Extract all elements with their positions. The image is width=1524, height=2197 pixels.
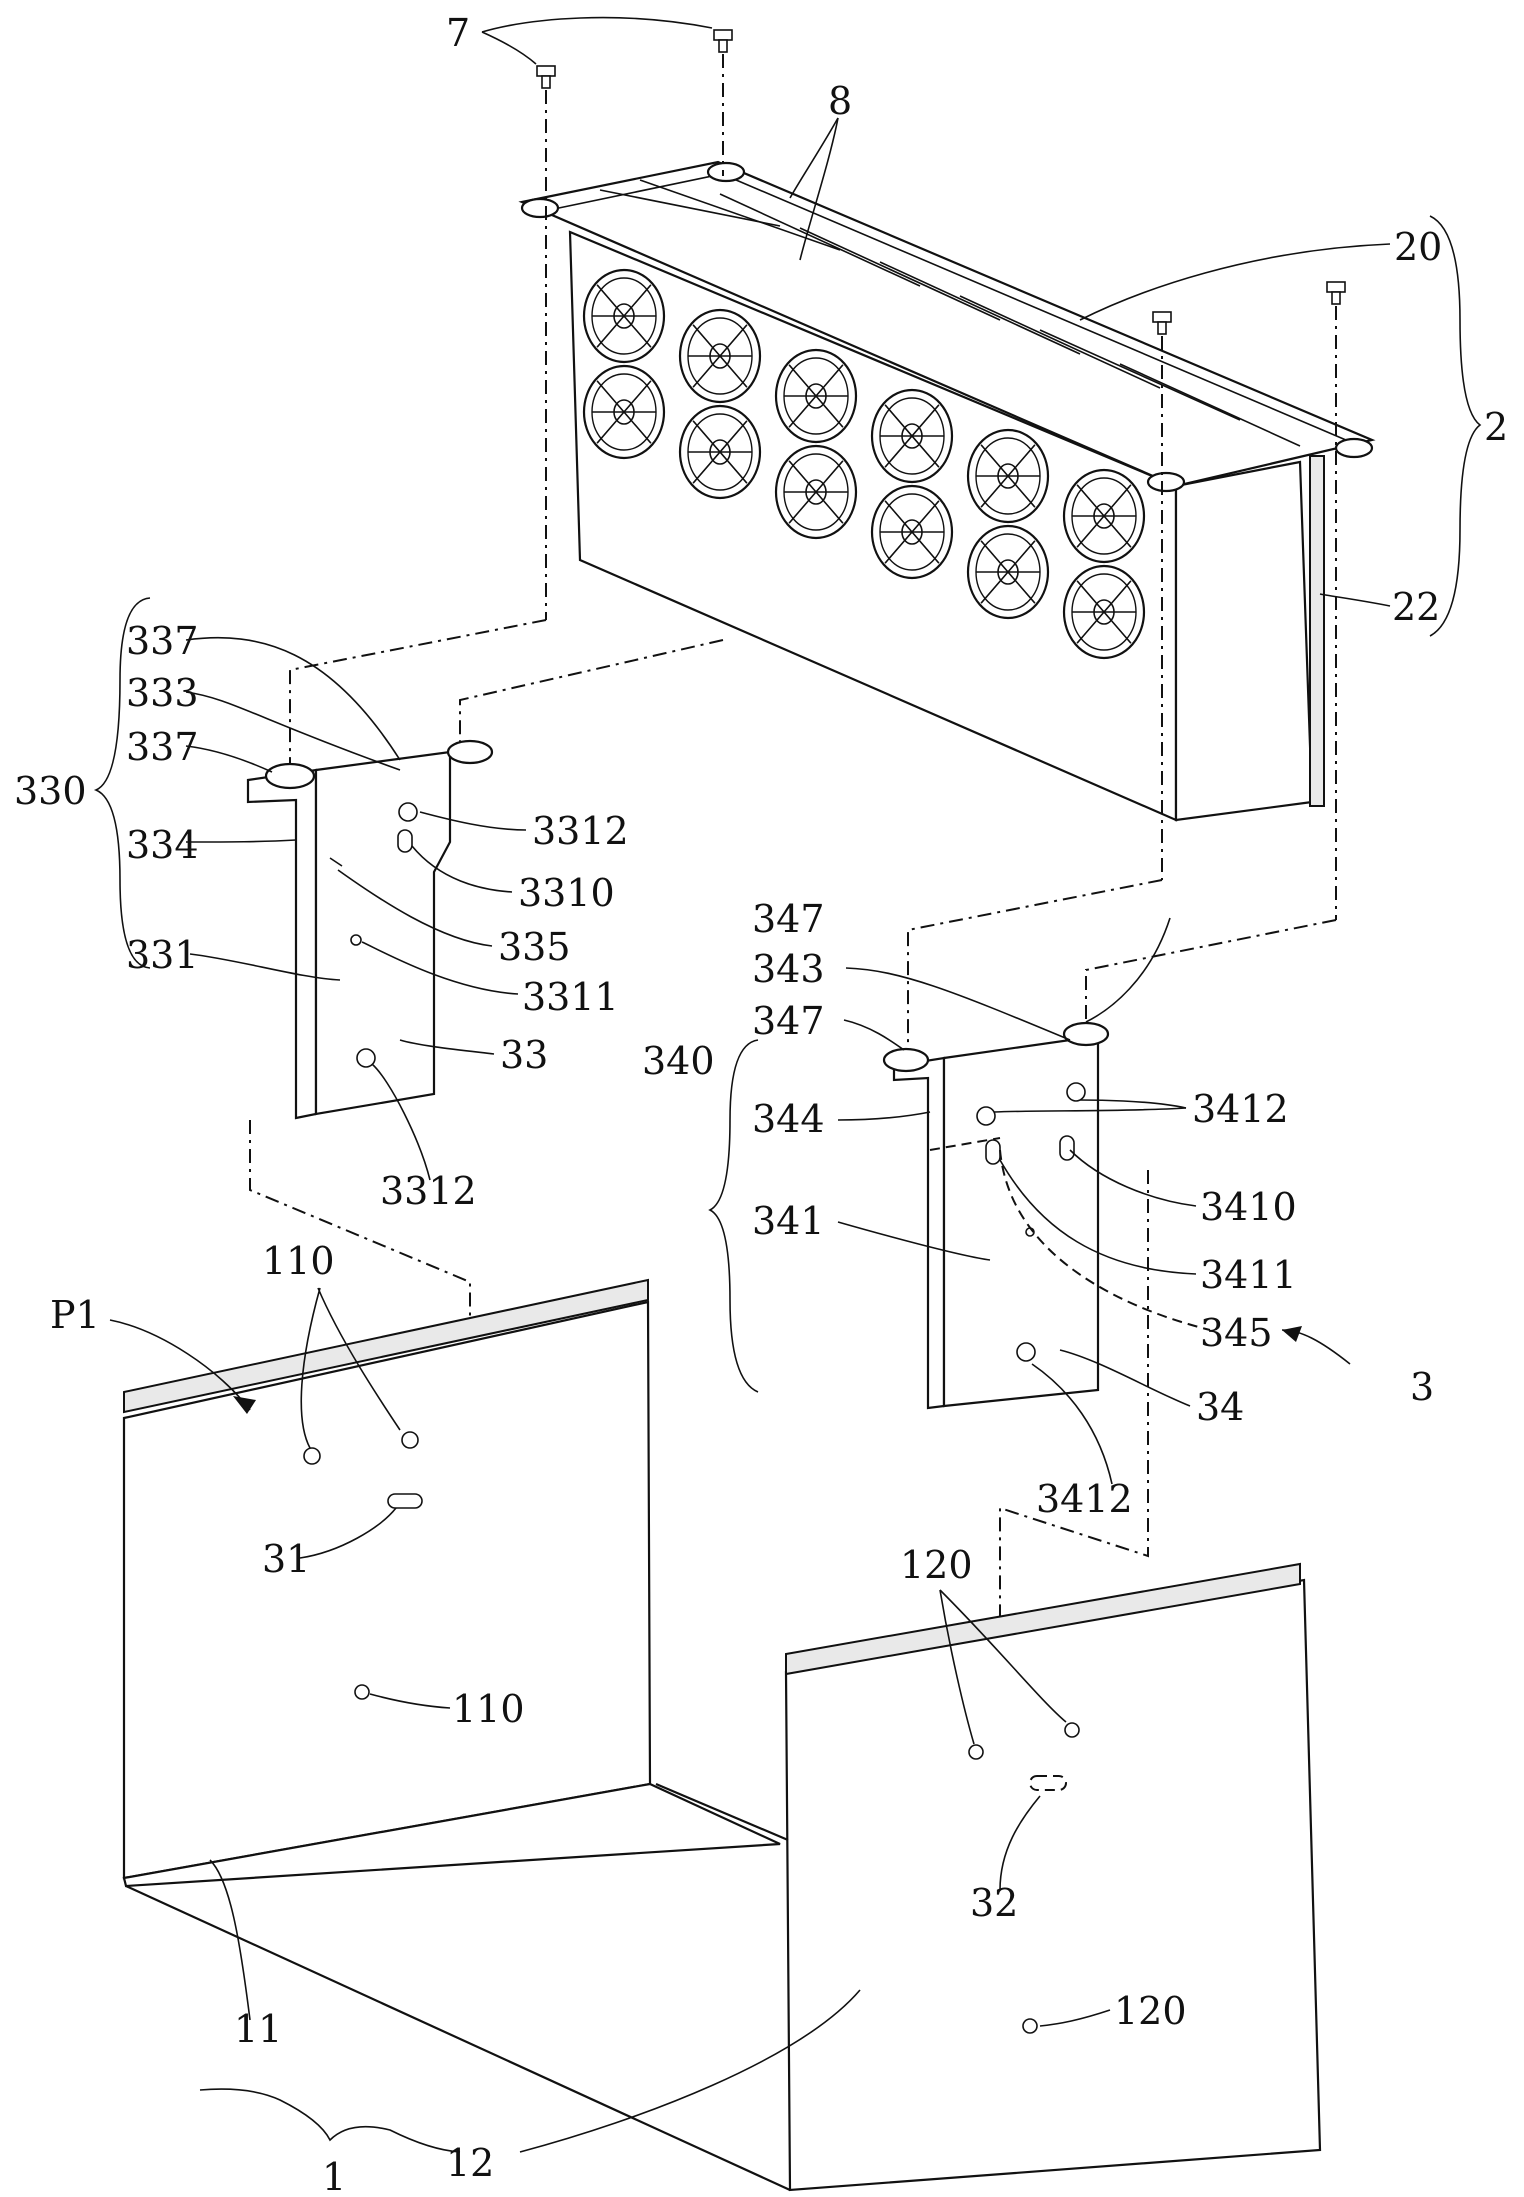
fan-icon (678, 308, 762, 404)
label-345: 345 (1200, 1311, 1273, 1355)
label-120-top: 120 (900, 1543, 973, 1587)
fan-icon (870, 388, 954, 484)
corner-tab (1146, 471, 1186, 493)
bracket-tab-337 (446, 739, 494, 765)
label-12: 12 (446, 2141, 494, 2185)
screw-icon (1326, 281, 1346, 305)
label-33: 33 (500, 1033, 548, 1077)
left-wall-top-rail (123, 1278, 649, 1414)
label-31: 31 (262, 1537, 310, 1581)
label-3312-bottom: 3312 (380, 1169, 477, 1213)
corner-tab (1334, 437, 1374, 459)
bracket-340 (882, 1021, 1211, 1410)
screw-icon (536, 65, 556, 89)
label-3412-bottom: 3412 (1036, 1477, 1133, 1521)
label-120: 120 (1114, 1989, 1187, 2033)
top-frame-pockets (599, 179, 1301, 447)
label-343: 343 (752, 947, 825, 991)
fan-icon (582, 364, 666, 460)
screw-icon (713, 29, 733, 53)
label-7: 7 (446, 11, 470, 55)
screws (536, 29, 1346, 335)
fan-grid (582, 268, 1146, 660)
bracket-340-side (892, 1056, 946, 1410)
label-11: 11 (234, 2007, 282, 2051)
fan-icon (1062, 468, 1146, 564)
label-32: 32 (970, 1881, 1018, 1925)
bracket-tab-337 (264, 762, 316, 790)
label-3311: 3311 (522, 975, 619, 1019)
label-34: 34 (1196, 1385, 1244, 1429)
label-110: 110 (452, 1687, 525, 1731)
label-330: 330 (14, 769, 87, 813)
label-110-top: 110 (262, 1239, 335, 1283)
callout-labels: 7 8 20 2 22 337 333 337 330 334 3312 331… (14, 11, 1508, 2197)
label-344: 344 (752, 1097, 825, 1141)
label-333: 333 (126, 671, 199, 715)
label-3410: 3410 (1200, 1185, 1297, 1229)
bracket-340-front (942, 1034, 1100, 1408)
label-347-top: 347 (752, 897, 825, 941)
bracket-tab-347 (882, 1047, 930, 1073)
pin-32 (1029, 1775, 1067, 1791)
fan-icon (774, 348, 858, 444)
label-331: 331 (126, 933, 199, 977)
corner-tab (706, 161, 746, 183)
label-337-top: 337 (126, 619, 199, 663)
fan-icon (966, 428, 1050, 524)
fan-module (518, 160, 1376, 822)
screw-icon (1152, 311, 1172, 335)
fan-module-side (1174, 460, 1314, 822)
label-2: 2 (1484, 405, 1508, 449)
label-334: 334 (126, 823, 199, 867)
label-3412-top: 3412 (1192, 1087, 1289, 1131)
label-1: 1 (322, 2155, 346, 2197)
label-341: 341 (752, 1199, 825, 1243)
label-22: 22 (1392, 585, 1440, 629)
chassis-right-wall (784, 1578, 1322, 2192)
label-335: 335 (498, 925, 571, 969)
right-wall-top-rail (785, 1562, 1301, 1676)
label-3: 3 (1410, 1365, 1434, 1409)
fan-icon (678, 404, 762, 500)
leader-lines (93, 16, 1482, 2153)
bracket-330-side (246, 768, 318, 1120)
fan-icon (774, 444, 858, 540)
fan-icon (870, 484, 954, 580)
label-347: 347 (752, 999, 825, 1043)
bracket-330-front (314, 750, 452, 1116)
label-3312-top: 3312 (532, 809, 629, 853)
bracket-tab-347 (1062, 1021, 1110, 1047)
label-337: 337 (126, 725, 199, 769)
label-8: 8 (828, 79, 852, 123)
label-3411: 3411 (1200, 1253, 1297, 1297)
fan-icon (582, 268, 666, 364)
fan-icon (966, 524, 1050, 620)
side-rail-22 (1309, 455, 1325, 807)
corner-tab (520, 197, 560, 219)
fan-module-top-frame (518, 160, 1376, 488)
label-340: 340 (642, 1039, 715, 1083)
label-P1: P1 (50, 1293, 100, 1337)
pin-31 (387, 1493, 423, 1509)
label-3310: 3310 (518, 871, 615, 915)
fan-icon (1062, 564, 1146, 660)
label-20: 20 (1394, 225, 1442, 269)
bracket-330 (246, 739, 494, 1120)
chassis (122, 1278, 1322, 2192)
